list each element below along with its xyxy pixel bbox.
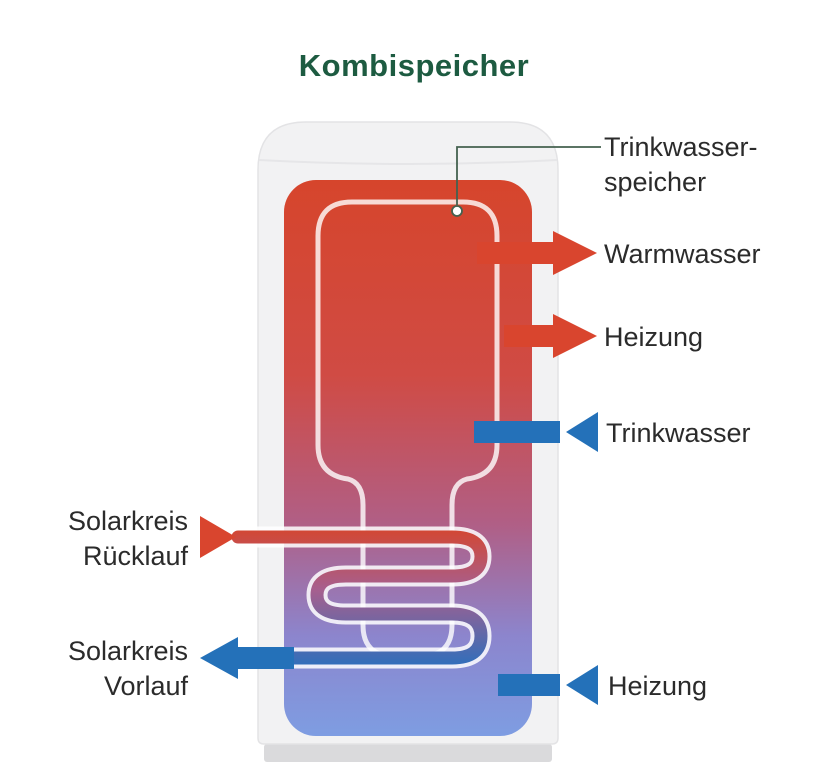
label-solarkreis-ruecklauf: Solarkreis Rücklauf xyxy=(68,504,188,574)
heizung-bottom-arrow-icon xyxy=(498,665,598,705)
warmwasser-arrow-icon xyxy=(477,231,597,275)
solarkreis-vorlauf-arrow-icon xyxy=(200,637,294,679)
label-trinkwasserspeicher: Trinkwasser- speicher xyxy=(604,130,758,200)
label-solarkreis-vorlauf: Solarkreis Vorlauf xyxy=(68,634,188,704)
label-solarkreis-ruecklauf-line1: Solarkreis xyxy=(67,506,188,536)
label-solarkreis-ruecklauf-line2: Rücklauf xyxy=(82,541,188,571)
label-trinkwasserspeicher-line2: speicher xyxy=(604,167,707,197)
label-solarkreis-vorlauf-line2: Vorlauf xyxy=(103,671,188,701)
tank-lid-seam xyxy=(258,159,558,165)
label-heizung-top: Heizung xyxy=(604,322,704,352)
tank-interior-gradient xyxy=(284,180,532,736)
label-solarkreis-vorlauf-line1: Solarkreis xyxy=(67,636,188,666)
pointer-dot-icon xyxy=(451,205,463,217)
label-trinkwasser: Trinkwasser xyxy=(606,418,751,448)
trinkwasser-arrow-icon xyxy=(474,412,598,452)
label-trinkwasserspeicher-line1: Trinkwasser- xyxy=(604,132,758,162)
solar-heat-exchanger-coil xyxy=(231,530,488,665)
tank-base xyxy=(264,744,552,762)
label-warmwasser: Warmwasser xyxy=(604,239,761,269)
label-heizung-bottom: Heizung xyxy=(608,671,708,701)
solarkreis-ruecklauf-arrow-icon xyxy=(200,516,236,558)
heizung-top-arrow-icon xyxy=(504,314,597,358)
trinkwasserspeicher-pointer-line xyxy=(456,146,601,205)
page-title: Kombispeicher xyxy=(298,48,530,83)
